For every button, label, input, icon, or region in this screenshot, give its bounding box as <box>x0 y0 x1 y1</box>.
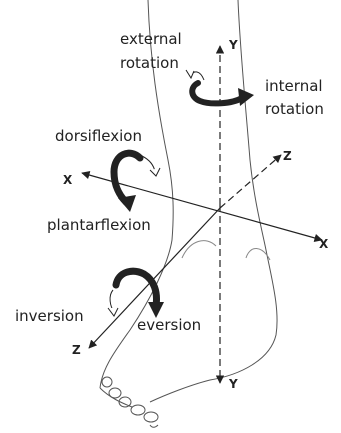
x-axis-right-label: X <box>319 237 328 251</box>
external-rotation-label-line2: rotation <box>120 55 179 72</box>
plantarflexion-label: plantarflexion <box>47 217 151 234</box>
x-axis-left-label: X <box>63 173 72 187</box>
z-axis-lower-label: Z <box>72 343 81 357</box>
internal-rotation-label-line2: rotation <box>265 101 324 118</box>
y-axis-top-label: Y <box>229 38 238 52</box>
z-axis-upper-label: Z <box>283 149 292 163</box>
eversion-label: eversion <box>137 317 201 334</box>
inversion-label: inversion <box>15 308 84 325</box>
toes-outline <box>102 377 158 427</box>
dorsiflexion-label: dorsiflexion <box>55 128 142 145</box>
rotation-z-arrow <box>108 271 164 318</box>
rotation-x-arrow <box>114 153 160 212</box>
internal-rotation-label-line1: internal <box>265 78 323 95</box>
y-axis-bottom-label: Y <box>229 377 238 391</box>
external-rotation-label-line1: external <box>120 31 182 48</box>
